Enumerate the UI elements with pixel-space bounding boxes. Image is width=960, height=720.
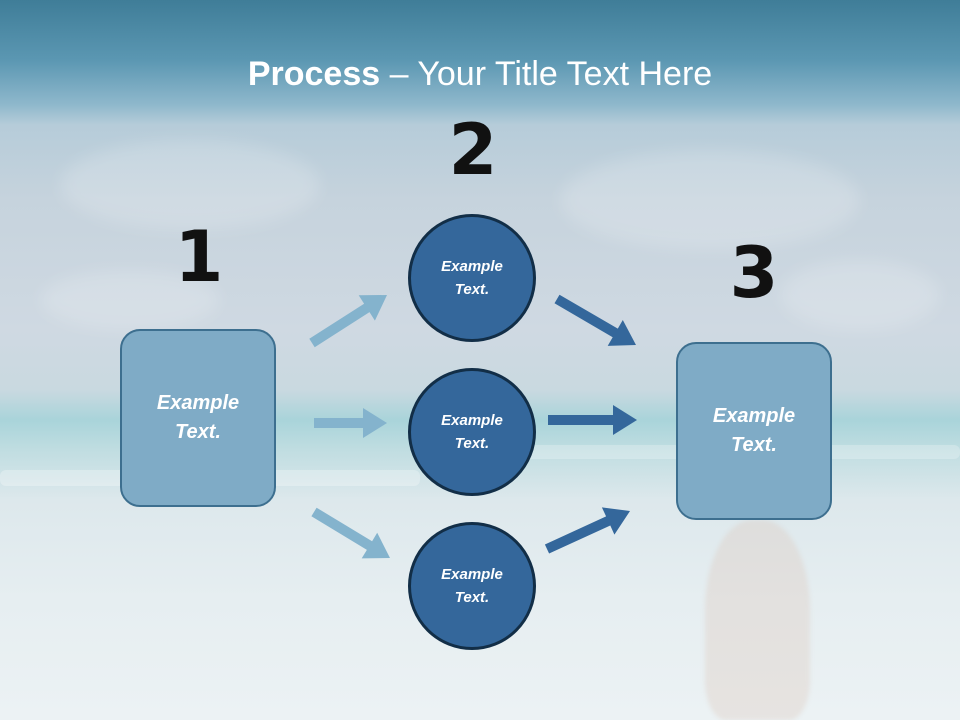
circle-middle-text: Example Text.	[441, 412, 503, 452]
cloud-decoration	[60, 140, 320, 230]
arrow-left-to-middle	[314, 408, 387, 438]
step-number-1: 1	[174, 216, 224, 298]
arrow-middle-to-right	[548, 405, 637, 435]
circle-bottom: Example Text.	[408, 522, 536, 650]
arrow-left-to-top	[309, 295, 387, 348]
circle-top-text: Example Text.	[441, 258, 503, 298]
circle-bottom-text: Example Text.	[441, 566, 503, 606]
cloud-decoration	[780, 260, 940, 330]
circle-middle: Example Text.	[408, 368, 536, 496]
circle-top: Example Text.	[408, 214, 536, 342]
left-step-box: Example Text.	[120, 329, 276, 507]
cloud-decoration	[40, 270, 220, 330]
right-step-box-text: Example Text.	[712, 405, 796, 456]
step-number-3: 3	[729, 232, 779, 314]
slide-title: Process – Your Title Text Here	[0, 52, 960, 96]
arrow-top-to-right	[554, 294, 636, 346]
right-step-box: Example Text.	[676, 342, 832, 520]
cloud-decoration	[560, 150, 860, 250]
step-number-2: 2	[448, 109, 498, 191]
title-bold: Process	[247, 55, 381, 93]
beach-figure-image	[705, 520, 810, 720]
title-rest: – Your Title Text Here	[380, 55, 713, 93]
arrow-left-to-bottom	[311, 507, 390, 559]
left-step-box-text: Example Text.	[156, 392, 240, 443]
arrow-bottom-to-right	[544, 507, 630, 554]
